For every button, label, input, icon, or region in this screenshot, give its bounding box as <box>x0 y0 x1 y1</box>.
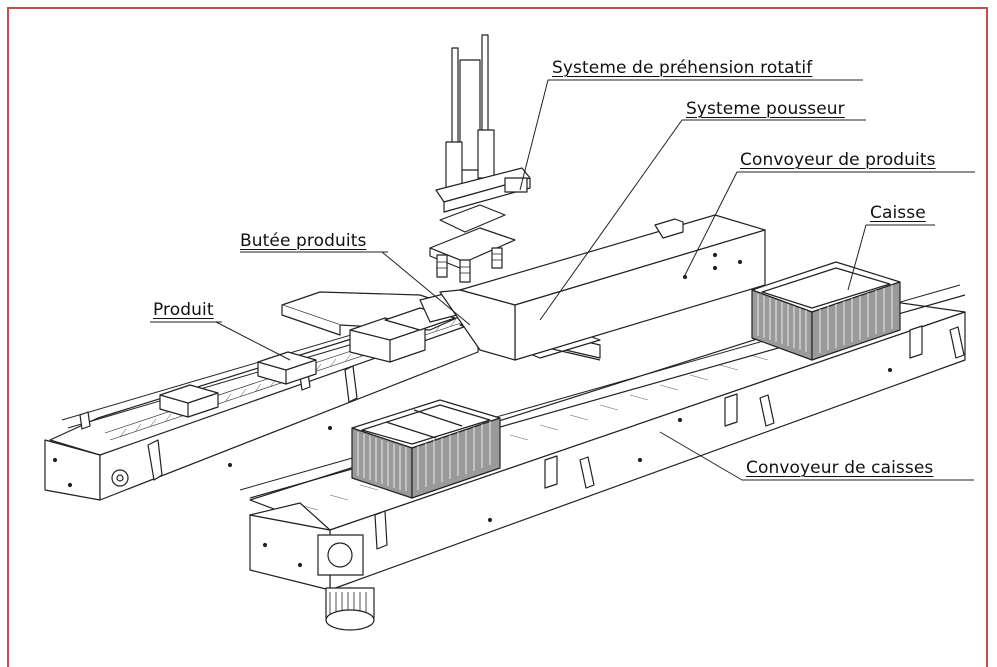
page-frame <box>7 7 988 667</box>
label-rotary-gripper: Systeme de préhension rotatif <box>552 58 813 78</box>
label-pusher-system: Systeme pousseur <box>686 99 845 119</box>
label-product-stop: Butée produits <box>240 231 367 251</box>
label-crate: Caisse <box>870 203 926 223</box>
label-product: Produit <box>153 300 214 320</box>
product-conveyor-rear <box>439 214 766 361</box>
label-crate-conveyor: Convoyeur de caisses <box>746 458 934 478</box>
product-conveyor-left <box>44 299 479 501</box>
motor <box>317 534 375 631</box>
products <box>159 351 317 418</box>
rotary-gripper <box>429 34 531 283</box>
label-product-conveyor: Convoyeur de produits <box>740 150 936 170</box>
crate-rear <box>751 261 901 361</box>
crate-front <box>351 399 501 499</box>
leader-lines <box>150 79 975 481</box>
conveyor-system-drawing <box>44 34 975 631</box>
